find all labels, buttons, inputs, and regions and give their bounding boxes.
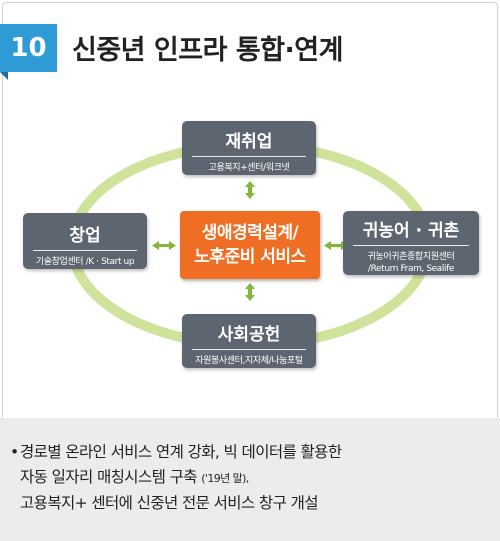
note-bullet: • bbox=[10, 443, 19, 461]
note-text: • 경로별 온라인 서비스 연계 강화, 빅 데이터를 활용한 자동 일자리 매… bbox=[10, 440, 480, 516]
note-line-2: 자동 일자리 매칭시스템 구축 bbox=[20, 468, 198, 486]
node-startup-sub: 기술창업센터 /K · Start up bbox=[35, 257, 135, 267]
node-reemployment-sub: 고용복지+센터/워크넷 bbox=[208, 163, 290, 173]
note-line-1: 경로별 온라인 서비스 연계 강화, 빅 데이터를 활용한 bbox=[20, 443, 342, 461]
node-startup-divider bbox=[33, 250, 137, 251]
arrow-bottom bbox=[245, 283, 255, 301]
page-title: 신중년 인프라 통합·연계 bbox=[72, 35, 343, 66]
note-line-2-wrap: 자동 일자리 매칭시스템 구축 ('19년 말), bbox=[20, 465, 480, 491]
node-social-contribution: 사회공헌 자원봉사센터,지자체/나눔포털 bbox=[182, 314, 316, 368]
node-return-farm-divider bbox=[353, 245, 469, 246]
node-startup-title: 창업 bbox=[69, 226, 101, 246]
node-social-contribution-divider bbox=[192, 349, 306, 350]
section-number-badge: 10 bbox=[0, 24, 57, 80]
arrow-left bbox=[152, 241, 176, 250]
node-reemployment-title: 재취업 bbox=[225, 132, 273, 152]
node-reemployment-divider bbox=[192, 156, 306, 157]
arrow-top bbox=[245, 181, 255, 199]
note-line-2-small: ('19년 말), bbox=[201, 472, 249, 485]
node-social-contribution-title: 사회공헌 bbox=[217, 325, 281, 345]
center-line-1: 생애경력설계/ bbox=[201, 223, 299, 243]
node-return-farm-title: 귀농어 · 귀촌 bbox=[362, 221, 460, 241]
node-social-contribution-sub: 자원봉사센터,지자체/나눔포털 bbox=[195, 356, 303, 366]
node-return-farm-sub1: 귀농어귀촌종합지원센터 bbox=[367, 252, 455, 262]
node-return-farm-sub2: /Return Fram, Sealife bbox=[367, 264, 455, 274]
note-line-3: 고용복지+ 센터에 신중년 전문 서비스 창구 개설 bbox=[20, 494, 319, 512]
node-reemployment: 재취업 고용복지+센터/워크넷 bbox=[182, 121, 316, 175]
center-service-box: 생애경력설계/ 노후준비 서비스 bbox=[180, 211, 320, 279]
node-return-farm: 귀농어 · 귀촌 귀농어귀촌종합지원센터 /Return Fram, Seali… bbox=[343, 211, 479, 275]
node-startup: 창업 기술창업센터 /K · Start up bbox=[23, 213, 147, 269]
note-panel: • 경로별 온라인 서비스 연계 강화, 빅 데이터를 활용한 자동 일자리 매… bbox=[0, 418, 500, 541]
center-line-2: 노후준비 서비스 bbox=[194, 247, 306, 267]
